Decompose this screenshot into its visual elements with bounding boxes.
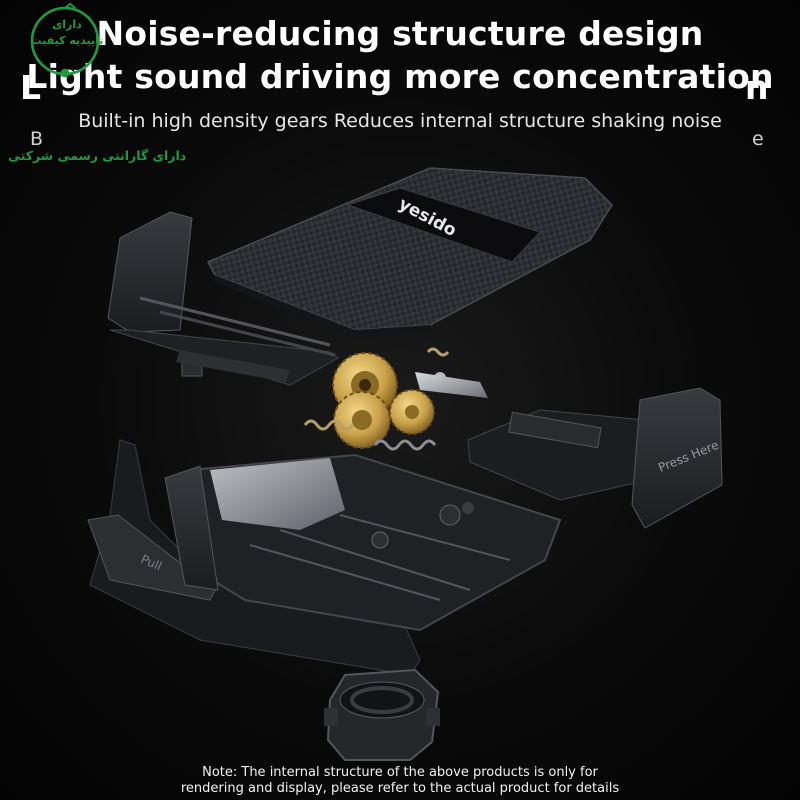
base-housing: Pull bbox=[87, 439, 562, 676]
gear-assembly bbox=[303, 347, 488, 451]
subheadline: Built-in high density gears Reduces inte… bbox=[78, 110, 722, 132]
quality-seal-icon bbox=[30, 2, 100, 78]
headline-line-2: Light sound driving more concentration bbox=[26, 57, 774, 96]
ghost-text-right: n bbox=[745, 68, 769, 107]
ghost-subtext-left: B bbox=[30, 128, 44, 150]
note-line-2: rendering and display, please refer to t… bbox=[180, 781, 620, 796]
footer-note: Note: The internal structure of the abov… bbox=[0, 765, 800, 797]
note-line-1: Note: The internal structure of the abov… bbox=[202, 765, 598, 780]
badge-line-2: تاییدیه کیفیت bbox=[30, 34, 104, 47]
threaded-nut bbox=[324, 668, 440, 761]
right-clamp-arm: Press Here bbox=[467, 387, 723, 529]
badge-line-1: دارای bbox=[52, 18, 82, 31]
ghost-text-left: L bbox=[20, 68, 42, 107]
carbon-cover: yesido bbox=[206, 167, 613, 338]
ghost-subtext-right: e bbox=[752, 128, 764, 150]
left-clamp-arm bbox=[107, 211, 339, 386]
headline-line-1: Noise-reducing structure design bbox=[96, 14, 704, 53]
warranty-caption: دارای گارانتی رسمی شرکتی bbox=[8, 148, 187, 163]
